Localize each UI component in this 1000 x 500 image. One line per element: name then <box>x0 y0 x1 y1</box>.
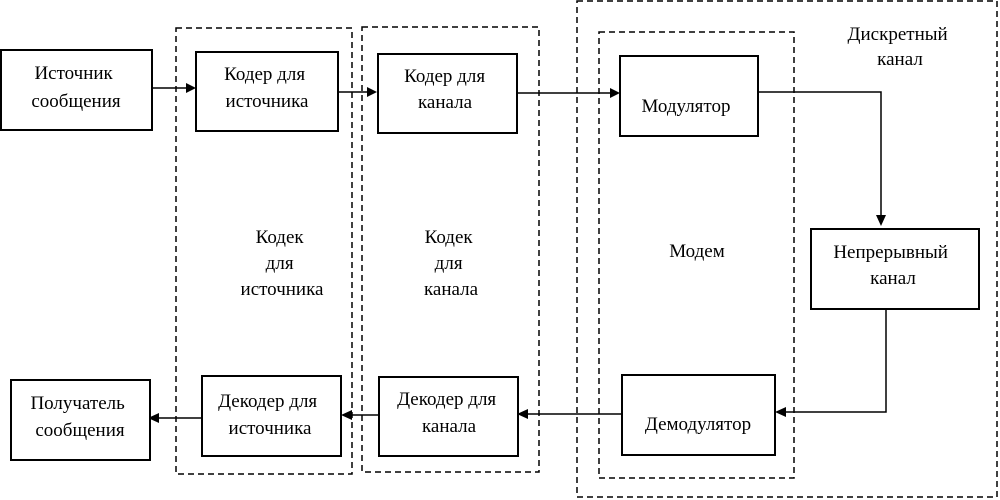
source-coder-label: Кодер для источника <box>224 64 310 112</box>
channel-codec-label-line: Кодек <box>425 227 474 248</box>
source-decoder-label: Декодер для источника <box>218 391 322 439</box>
continuous-channel-label-line: канал <box>870 268 916 289</box>
arrowhead <box>367 87 377 97</box>
discrete-channel-label: Дискретный канал <box>848 24 953 70</box>
source-label: Источник сообщения <box>31 63 120 112</box>
source-decoder-box <box>201 375 342 457</box>
channel-coder-box <box>377 53 518 134</box>
arrowhead <box>876 215 886 226</box>
channel-decoder-label: Декодер для канала <box>397 389 501 437</box>
modulator-label-line: Модулятор <box>642 96 731 117</box>
receiver-box <box>10 379 151 461</box>
channel-codec-label-line: канала <box>424 279 479 300</box>
channel-codec-label-line: для <box>435 253 463 274</box>
source-codec-label-line: Кодек <box>256 227 305 248</box>
line-modulator-to-continuous-channel <box>758 91 882 216</box>
channel-codec-label: Кодек для канала <box>424 227 479 300</box>
continuous-channel-box <box>810 228 980 310</box>
continuous-channel-label-line: Непрерывный <box>833 242 948 263</box>
source-codec-label-line: источника <box>241 279 324 300</box>
arrowhead <box>517 409 528 419</box>
modem-label: Модем <box>669 241 725 262</box>
discrete-channel-label-line: Дискретный <box>848 24 948 45</box>
channel-coder-label: Кодер для канала <box>404 66 490 113</box>
line-continuous-channel-to-demodulator <box>785 310 887 413</box>
demodulator-label: Демодулятор <box>645 414 751 435</box>
channel-decoder-box <box>378 376 519 457</box>
channel-coder-label-line: канала <box>418 92 473 113</box>
arrowhead <box>610 88 620 98</box>
receiver-label: Получатель сообщения <box>30 393 129 441</box>
modem-label-line: Модем <box>669 241 725 262</box>
source-coder-label-line: Кодер для <box>224 64 305 85</box>
arrowhead <box>775 407 786 417</box>
discrete-channel-frame <box>576 0 998 498</box>
source-label-line: сообщения <box>31 91 120 112</box>
arrowhead <box>341 410 352 420</box>
channel-decoder-label-line: канала <box>422 416 477 437</box>
arrowhead <box>148 413 159 423</box>
source-coder-box <box>195 51 339 132</box>
source-box <box>0 49 153 131</box>
demodulator-box <box>621 374 776 456</box>
discrete-channel-label-line: канал <box>877 49 923 70</box>
source-decoder-label-line: источника <box>229 418 312 439</box>
source-codec-label-line: для <box>266 253 294 274</box>
channel-decoder-label-line: Декодер для <box>397 389 496 410</box>
source-codec-label: Кодек для источника <box>241 227 324 300</box>
channel-coder-label-line: Кодер для <box>404 66 485 87</box>
source-codec-frame <box>175 27 353 475</box>
modulator-label: Модулятор <box>642 96 731 117</box>
channel-codec-frame <box>361 26 540 473</box>
modulator-box <box>619 55 759 137</box>
receiver-label-line: сообщения <box>35 420 124 441</box>
source-coder-label-line: источника <box>226 91 309 112</box>
demodulator-label-line: Демодулятор <box>645 414 751 435</box>
arrowhead <box>186 83 196 93</box>
source-label-line: Источник <box>34 63 113 84</box>
source-decoder-label-line: Декодер для <box>218 391 317 412</box>
continuous-channel-label: Непрерывный канал <box>833 242 952 289</box>
receiver-label-line: Получатель <box>30 393 125 414</box>
